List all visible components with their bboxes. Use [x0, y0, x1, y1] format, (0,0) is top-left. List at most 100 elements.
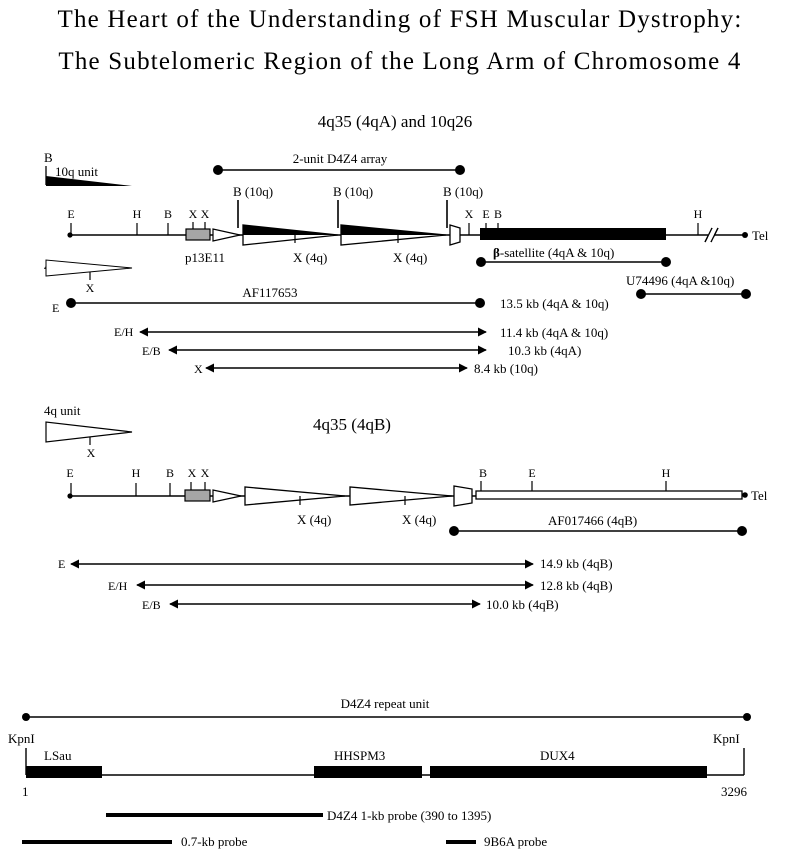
break-mark [710, 227, 719, 243]
site-label: X [201, 466, 210, 480]
open-subtelomere-bar [475, 490, 743, 500]
x4q-label: X (4q) [297, 512, 331, 527]
dux4-label: DUX4 [540, 748, 575, 763]
array-bar-end [213, 165, 223, 175]
panel-c-heading: D4Z4 repeat unit [341, 696, 430, 711]
d4z4-unit [349, 486, 453, 506]
site-label: B [166, 466, 174, 480]
fragment-eb-label: E/B [142, 344, 161, 358]
break-gap [708, 229, 714, 241]
site-label: E [528, 466, 535, 480]
lsau-block [26, 766, 102, 778]
fragment-eb-label: E/B [142, 598, 161, 612]
tel-label: Tel [751, 488, 768, 503]
dux4-block [430, 766, 707, 778]
af017466-bar-end [737, 526, 747, 536]
b10q-label: B (10q) [333, 184, 373, 199]
x4q-label: X (4q) [293, 250, 327, 265]
partial-unit-trapezoid [453, 485, 473, 507]
probe-9b6a-label: 9B6A probe [484, 834, 547, 849]
site-label: B [479, 466, 487, 480]
site-label: X [201, 207, 210, 221]
beta-satellite-region [480, 228, 666, 240]
unit-4q-wedge [45, 259, 133, 277]
kpn-right-label: KpnI [713, 731, 740, 746]
u74496-label: U74496 (4qA &10q) [626, 273, 734, 288]
partial-unit-trapezoid [449, 224, 461, 246]
panel-4qb: 4q unit X 4q35 (4qB) Tel E H B X X B E H [44, 403, 768, 612]
line-start-dot [67, 232, 73, 238]
probe-9b6a-bar [446, 840, 476, 844]
probe-07kb-label: 0.7-kb probe [181, 834, 248, 849]
site-label: B [164, 207, 172, 221]
af117653-bar-end [66, 298, 76, 308]
tel-dot [742, 492, 748, 498]
site-label: X [189, 207, 198, 221]
unit-4q-marker: X [87, 446, 96, 460]
panel-a-heading: 4q35 (4qA) and 10q26 [318, 112, 472, 131]
fragment-e-label: E [52, 301, 59, 315]
fragment-x-label: X [194, 362, 203, 376]
site-label: E [67, 207, 74, 221]
partial-repeat-triangle [212, 228, 241, 242]
d4z4-unit-10q-fill [243, 225, 338, 235]
beta-satellite-text: β-satellite (4qA & 10q) [493, 245, 614, 260]
p13e11-box [185, 228, 211, 241]
beta-bar-end [476, 257, 486, 267]
unit-4q-marker: X [86, 281, 95, 295]
site-label: H [662, 466, 671, 480]
position-end: 3296 [721, 784, 748, 799]
kpn-left-label: KpnI [8, 731, 35, 746]
panel-b-heading: 4q35 (4qB) [313, 415, 391, 434]
site-label: H [694, 207, 703, 221]
title-line-2: The Subtelomeric Region of the Long Arm … [58, 48, 741, 75]
x4q-label: X (4q) [402, 512, 436, 527]
fragment-size-13-5: 13.5 kb (4qA & 10q) [500, 296, 609, 311]
tel-label: Tel [752, 228, 769, 243]
site-label: E [482, 207, 489, 221]
array-bar-end [455, 165, 465, 175]
af117653-label: AF117653 [242, 285, 297, 300]
panel-d4z4-unit: D4Z4 repeat unit KpnI KpnI LSau HHSPM3 D… [8, 696, 751, 849]
fragment-size-8-4: 8.4 kb (10q) [474, 361, 538, 376]
unit-4q-wedge [45, 421, 133, 443]
tel-dot [742, 232, 748, 238]
panel-4qa-10q: 4q35 (4qA) and 10q26 B 10q unit 2-unit D… [44, 112, 769, 376]
fragment-size-10-0: 10.0 kb (4qB) [486, 597, 559, 612]
title-line-1: The Heart of the Understanding of FSH Mu… [58, 6, 743, 33]
af117653-bar-end [475, 298, 485, 308]
line-start-dot [67, 493, 73, 499]
unit-10q-marker: B [44, 150, 53, 165]
d4z4-unit [244, 486, 346, 506]
repeat-unit-end [743, 713, 751, 721]
site-label: X [465, 207, 474, 221]
fragment-size-12-8: 12.8 kb (4qB) [540, 578, 613, 593]
unit-4q-label: 4q unit [44, 403, 81, 418]
hhspm3-block [314, 766, 422, 778]
site-label: H [132, 466, 141, 480]
unit-10q-label: 10q unit [55, 164, 98, 179]
beta-satellite-label: -satellite (4qA & 10q) [500, 245, 614, 260]
position-start: 1 [22, 784, 29, 799]
u74496-bar-end [741, 289, 751, 299]
b10q-label: B (10q) [233, 184, 273, 199]
p13e11-box [184, 489, 211, 502]
fragment-size-11-4: 11.4 kb (4qA & 10q) [500, 325, 608, 340]
u74496-bar-end [636, 289, 646, 299]
beta-symbol: β [493, 245, 500, 260]
partial-repeat-triangle [212, 489, 242, 503]
probe-07kb-bar [22, 840, 172, 844]
af017466-label: AF017466 (4qB) [548, 513, 637, 528]
fragment-size-14-9: 14.9 kb (4qB) [540, 556, 613, 571]
b10q-label: B (10q) [443, 184, 483, 199]
probe-1kb-bar [106, 813, 323, 817]
break-mark [704, 227, 713, 243]
fragment-size-10-3: 10.3 kb (4qA) [508, 343, 581, 358]
beta-bar-end [661, 257, 671, 267]
fragment-eh-label: E/H [108, 579, 128, 593]
lsau-label: LSau [44, 748, 72, 763]
p13e11-label: p13E11 [185, 250, 225, 265]
array-label: 2-unit D4Z4 array [293, 151, 388, 166]
site-label: E [66, 466, 73, 480]
unit-10q-wedge [46, 176, 132, 186]
